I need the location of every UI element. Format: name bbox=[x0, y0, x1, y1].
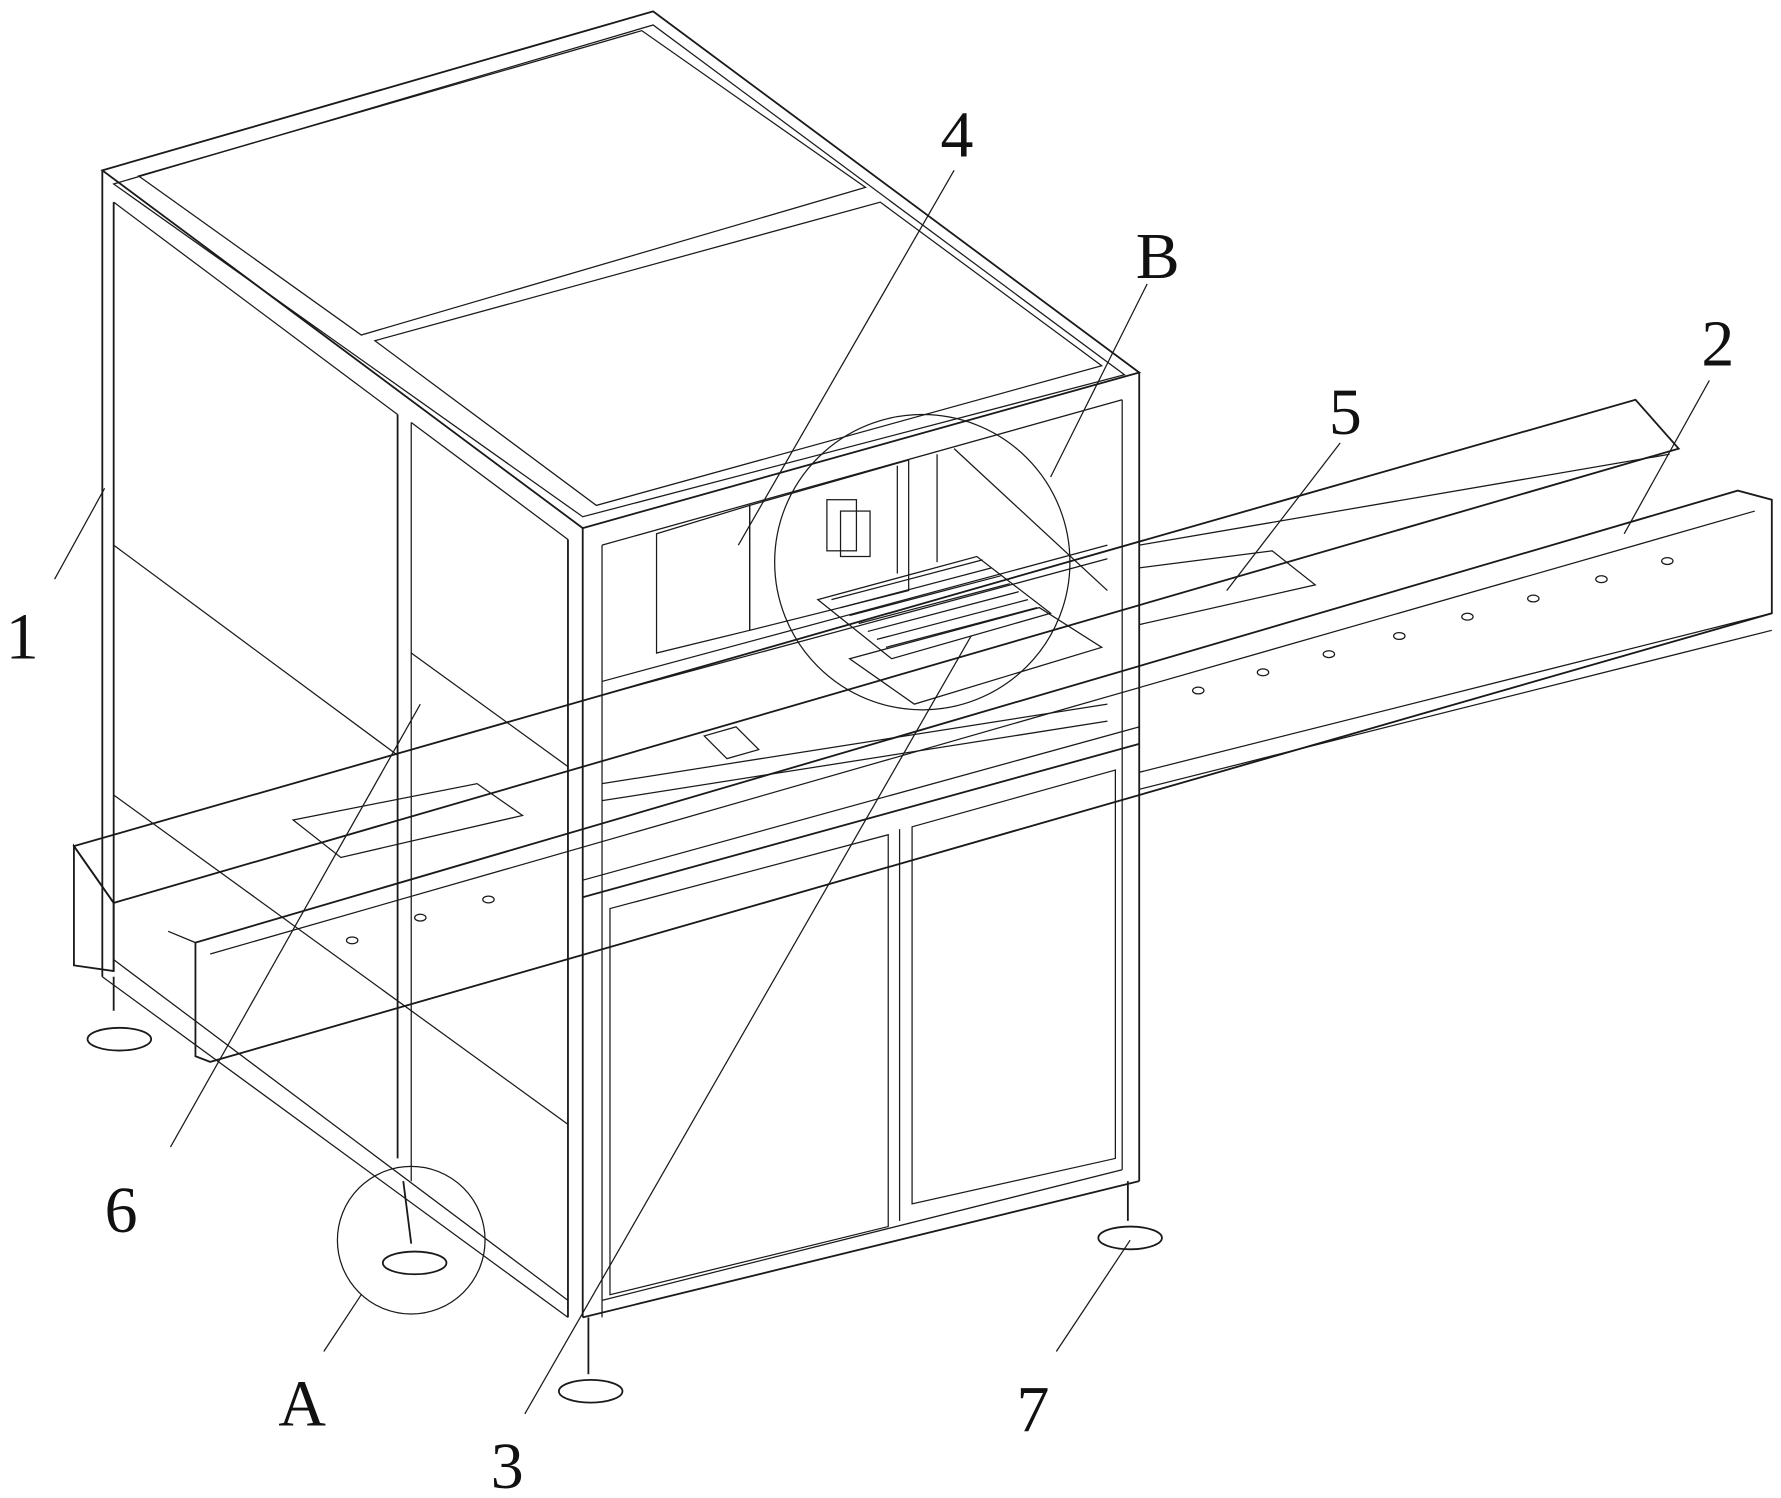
leveling-feet bbox=[86, 976, 1163, 1404]
detail-circle-b bbox=[774, 413, 1071, 711]
label-a: A bbox=[278, 1367, 326, 1440]
label-4: 4 bbox=[940, 99, 973, 172]
label-3: 3 bbox=[491, 1430, 524, 1498]
conveyor-rail bbox=[72, 398, 1773, 1063]
leader-lines bbox=[54, 170, 1710, 1415]
label-1: 1 bbox=[6, 601, 39, 674]
label-b: B bbox=[1136, 220, 1180, 293]
label-5: 5 bbox=[1329, 376, 1362, 449]
gripper-mechanism bbox=[601, 448, 1108, 802]
detail-circle-a bbox=[336, 1165, 486, 1315]
housing-frame bbox=[100, 10, 1142, 1319]
heating-tubes bbox=[831, 559, 1038, 648]
rail-slots bbox=[345, 557, 1674, 945]
label-2: 2 bbox=[1701, 308, 1734, 381]
label-6: 6 bbox=[105, 1174, 138, 1247]
label-7: 7 bbox=[1017, 1373, 1050, 1446]
